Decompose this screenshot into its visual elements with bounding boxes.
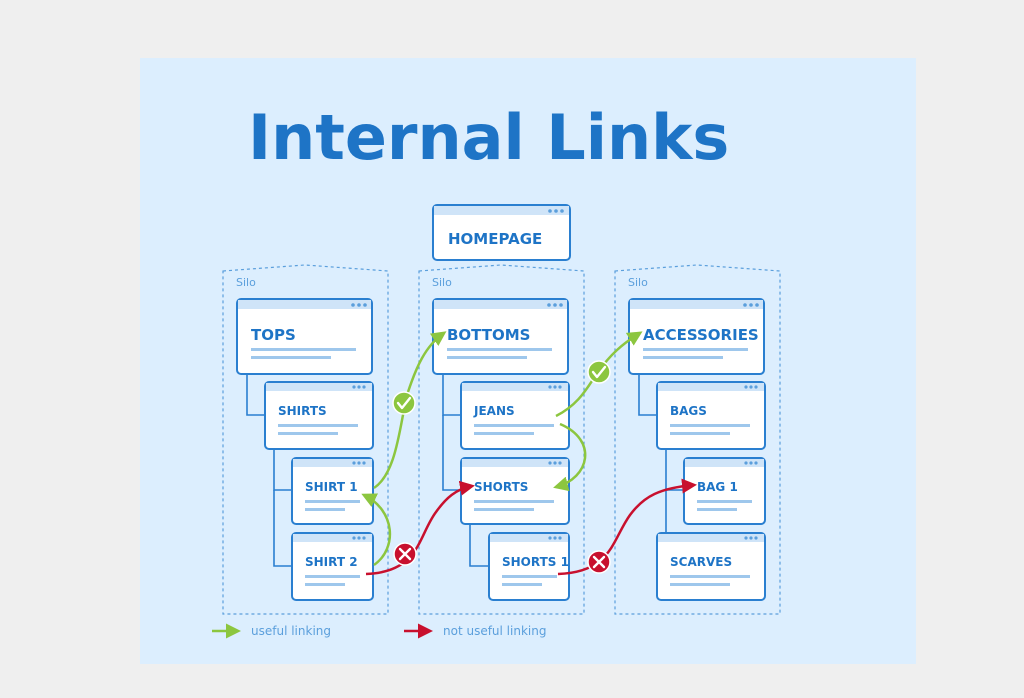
card-label: BAG 1 <box>697 480 738 494</box>
silo-frame-accessories: Silo <box>614 264 781 615</box>
card-label: SHIRT 1 <box>305 480 358 494</box>
page-card-shirt-1: SHIRT 1 <box>291 457 374 525</box>
page-card-shirt-2: SHIRT 2 <box>291 532 374 601</box>
legend-useful-label: useful linking <box>251 624 331 638</box>
check-icon <box>587 360 611 384</box>
link-shirt2-to-shorts <box>365 480 475 576</box>
link-shirt2-to-shirt1 <box>361 493 392 567</box>
link-jeans-to-shorts <box>553 422 587 492</box>
card-label: HOMEPAGE <box>448 230 542 248</box>
silo-frame-tops: Silo <box>222 264 389 615</box>
silo-label: Silo <box>432 276 452 289</box>
legend-useful: useful linking <box>212 623 331 639</box>
silo-frame-bottoms: Silo <box>418 264 585 615</box>
legend-not-useful-label: not useful linking <box>443 624 546 638</box>
page-card-accessories: ACCESSORIES <box>628 298 765 375</box>
card-label: SHIRTS <box>278 404 327 418</box>
page-card-bottoms: BOTTOMS <box>432 298 569 375</box>
card-label: ACCESSORIES <box>643 326 759 344</box>
card-label: SHORTS <box>474 480 528 494</box>
card-label: SHORTS 1 <box>502 555 569 569</box>
page-card-shirts: SHIRTS <box>264 381 374 450</box>
page-title: Internal Links <box>248 101 730 174</box>
legend-not-useful: not useful linking <box>404 623 546 639</box>
silo-label: Silo <box>628 276 648 289</box>
card-label: SCARVES <box>670 555 732 569</box>
card-label: BOTTOMS <box>447 326 530 344</box>
page-card-tops: TOPS <box>236 298 373 375</box>
card-label: TOPS <box>251 326 296 344</box>
check-icon <box>392 391 416 415</box>
page-card-jeans: JEANS <box>460 381 570 450</box>
page-card-homepage: HOMEPAGE <box>432 204 571 261</box>
page-card-shorts: SHORTS <box>460 457 570 525</box>
silo-label: Silo <box>236 276 256 289</box>
page-card-shorts-1: SHORTS 1 <box>488 532 570 601</box>
page-card-bag-1: BAG 1 <box>683 457 766 525</box>
page-card-bags: BAGS <box>656 381 766 450</box>
card-label: BAGS <box>670 404 707 418</box>
legend: useful linking not useful linking <box>212 623 546 639</box>
cross-icon <box>587 550 611 574</box>
card-label: JEANS <box>473 404 515 418</box>
page-card-scarves: SCARVES <box>656 532 766 601</box>
cross-icon <box>393 542 417 566</box>
card-label: SHIRT 2 <box>305 555 358 569</box>
